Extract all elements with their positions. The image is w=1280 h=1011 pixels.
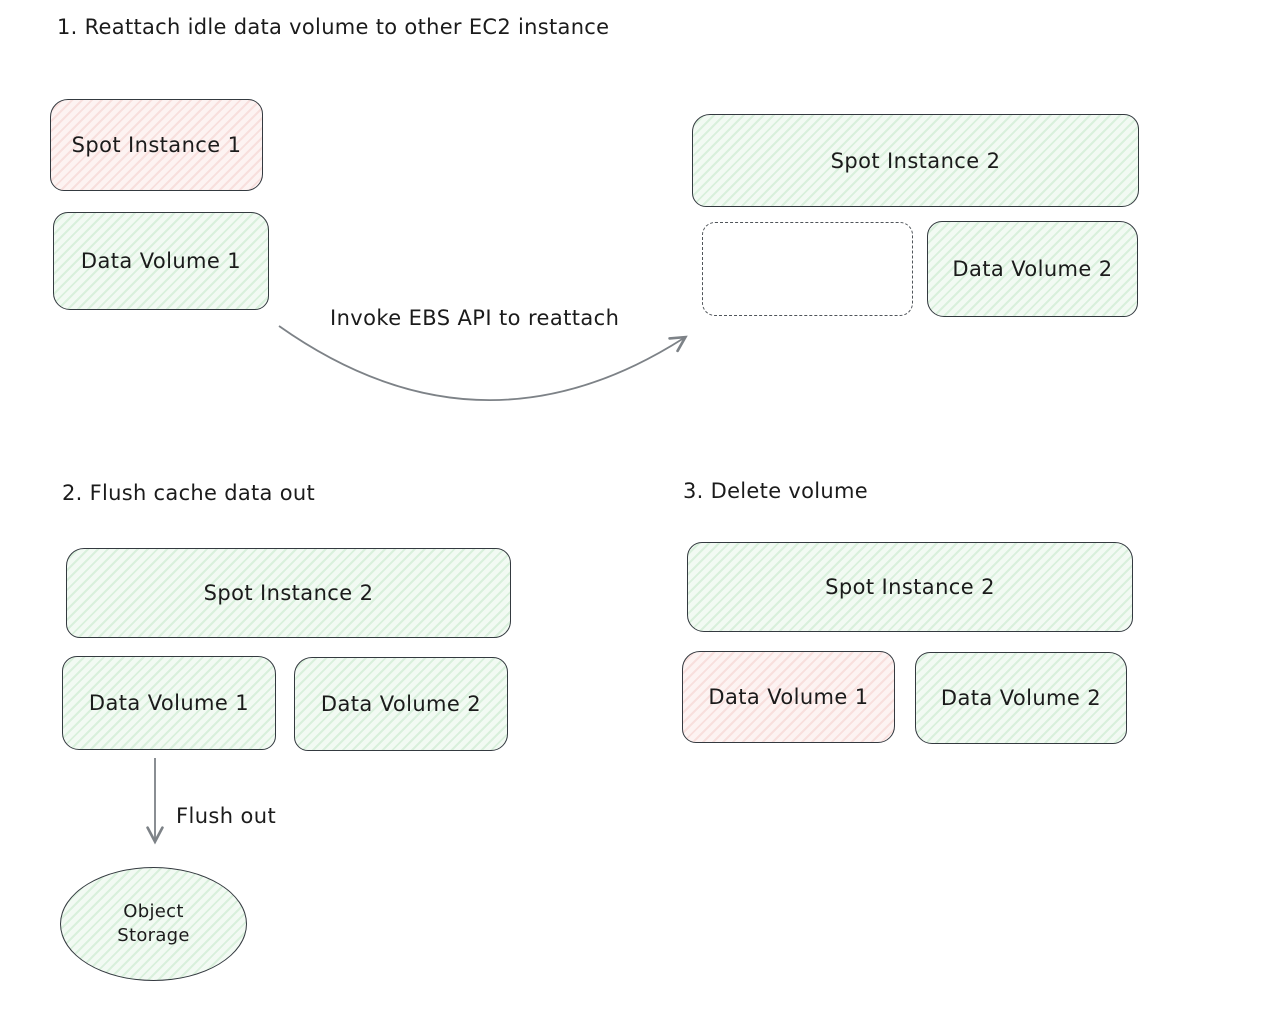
step1-data-volume-2-box: Data Volume 2 — [927, 221, 1138, 317]
step1-empty-volume-slot — [702, 222, 913, 316]
step3-title: 3. Delete volume — [683, 479, 868, 503]
step2-data-volume-2-box: Data Volume 2 — [294, 657, 508, 751]
step2-arrow-label: Flush out — [176, 804, 277, 828]
step3-data-volume-1-box: Data Volume 1 — [682, 651, 895, 743]
step2-spot-instance-2-box: Spot Instance 2 — [66, 548, 511, 638]
step2-data-volume-1-box: Data Volume 1 — [62, 656, 276, 750]
step1-spot-instance-2-box: Spot Instance 2 — [692, 114, 1139, 207]
step1-data-volume-1-box: Data Volume 1 — [53, 212, 269, 310]
step3-data-volume-2-box: Data Volume 2 — [915, 652, 1127, 744]
object-storage-ellipse: Object Storage — [60, 867, 247, 981]
step1-spot-instance-1-box: Spot Instance 1 — [50, 99, 263, 191]
reattach-arrow — [278, 325, 688, 401]
step3-spot-instance-2-box: Spot Instance 2 — [687, 542, 1133, 632]
step1-arrow-label: Invoke EBS API to reattach — [330, 306, 620, 330]
step1-title: 1. Reattach idle data volume to other EC… — [57, 15, 610, 39]
step2-title: 2. Flush cache data out — [62, 481, 315, 505]
